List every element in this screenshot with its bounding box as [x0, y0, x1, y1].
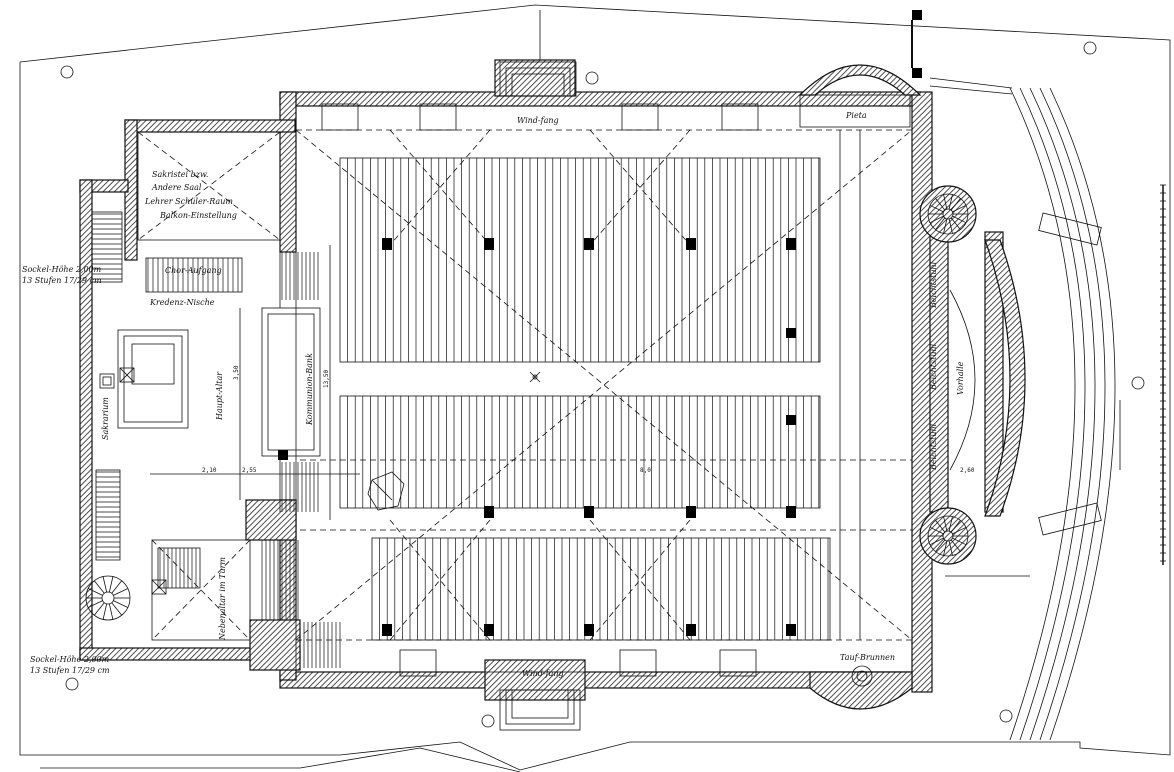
- pulpit-stair: [367, 471, 405, 511]
- label-kredenz: Kredenz-Nische: [149, 298, 215, 307]
- center-cross: [529, 371, 541, 383]
- label-balkon: Balkon-Einstellung: [159, 211, 237, 220]
- label-windfang-top: Wind-fang: [517, 116, 559, 125]
- label-sakrarium: Sakrarium: [101, 397, 110, 440]
- spiral-stair-left: [85, 575, 131, 621]
- label-lehrer-raum: Lehrer Schüler-Raum: [144, 197, 233, 206]
- vault-lines: [295, 129, 913, 641]
- label-sockel-bottom: Sockel-Höhe 2,00m: [30, 655, 110, 664]
- top-entrance-steps: [499, 61, 577, 97]
- tower-room: [151, 539, 251, 641]
- dim-2-55: 2,55: [242, 467, 257, 474]
- high-altar: [99, 329, 189, 429]
- label-kommunion-bank: Kommunion-Bank: [305, 353, 314, 426]
- dim-13-50: 13,50: [323, 370, 330, 388]
- stair-tower-left: [95, 469, 201, 589]
- stair-top-left: [91, 211, 243, 293]
- label-nebenaltar: Nebenaltar im Turm: [218, 557, 227, 641]
- baptism-chapel: [809, 665, 913, 710]
- label-taufbrunnen: Tauf-Brunnen: [840, 653, 895, 662]
- label-andere-saal: Andere Saal: [151, 183, 202, 192]
- site-boundary: [19, 4, 1171, 771]
- altar-steps: [261, 252, 341, 668]
- vorhalle-apse: [949, 239, 1026, 517]
- label-pieta: Pieta: [845, 111, 867, 120]
- label-beichtstuhl-1: Beichtstuhl: [929, 261, 938, 309]
- scale-bar: [1160, 184, 1166, 565]
- site-boundary-bottom: [40, 747, 521, 772]
- spiral-stair-right-top: [919, 185, 977, 243]
- labels: Sakristei bzw. Andere Saal Lehrer Schüle…: [22, 111, 965, 678]
- label-beichtstuhl-3: Beichtstuhl: [929, 423, 938, 471]
- label-sockel-bottom-2: 13 Stufen 17/29 cm: [30, 666, 110, 675]
- dimension-lines: [150, 10, 1121, 640]
- dim-2-60: 2,60: [960, 467, 975, 474]
- bottom-entrance-steps: [499, 689, 581, 731]
- street-curve: [929, 77, 1116, 741]
- dimension-texts: 3,50 13,50 2,10 2,55 8,0 2,60: [202, 365, 975, 474]
- label-sockel-top: Sockel-Höhe 2,00m: [22, 265, 102, 274]
- pew-block-middle: [339, 395, 821, 509]
- pew-block-south: [371, 537, 831, 641]
- south-window-bays: [399, 649, 757, 677]
- sacristy-room: [137, 131, 281, 241]
- label-sockel-top-2: 13 Stufen 17/29 cm: [22, 276, 102, 285]
- main-walls: [79, 59, 1004, 701]
- label-beichtstuhl-2: Beichtstuhl: [929, 343, 938, 391]
- dim-3-50: 3,50: [233, 365, 240, 380]
- label-chor-aufgang: Chor-Aufgang: [165, 266, 222, 275]
- spiral-stair-right-bottom: [919, 507, 977, 565]
- label-sakristei: Sakristei bzw.: [152, 170, 208, 179]
- dim-2-10: 2,10: [202, 467, 217, 474]
- survey-markers: [60, 41, 1145, 728]
- label-windfang-bottom: Wind-fang: [522, 669, 564, 678]
- label-haupt-altar: Haupt-Altar: [215, 371, 224, 421]
- dim-8-0: 8,0: [640, 467, 651, 474]
- communion-bench: [261, 250, 321, 512]
- pieta-chapel: [798, 64, 922, 128]
- pew-block-north: [339, 157, 821, 363]
- label-vorhalle: Vorhalle: [956, 361, 965, 395]
- pillars: [278, 238, 796, 636]
